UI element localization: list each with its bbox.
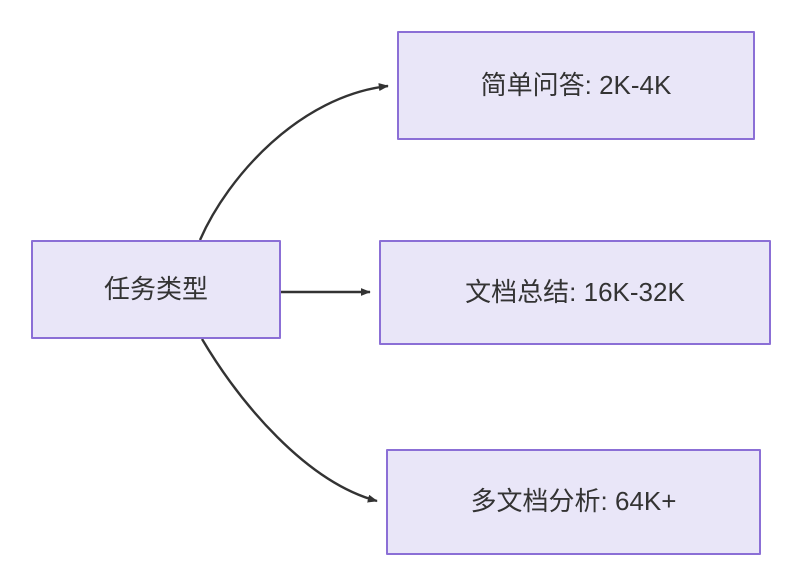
node-task-type[interactable]: 任务类型: [31, 240, 281, 339]
node-label: 文档总结: 16K-32K: [465, 276, 685, 307]
node-label: 简单问答: 2K-4K: [480, 69, 672, 100]
node-simple-qa[interactable]: 简单问答: 2K-4K: [397, 31, 755, 140]
node-multi-document-analysis[interactable]: 多文档分析: 64K+: [386, 449, 761, 555]
node-label: 任务类型: [103, 273, 208, 304]
node-document-summary[interactable]: 文档总结: 16K-32K: [379, 240, 771, 345]
edge-root-to-multi: [200, 338, 378, 503]
edge-root-to-simple: [198, 83, 389, 241]
node-label: 多文档分析: 64K+: [470, 486, 677, 517]
